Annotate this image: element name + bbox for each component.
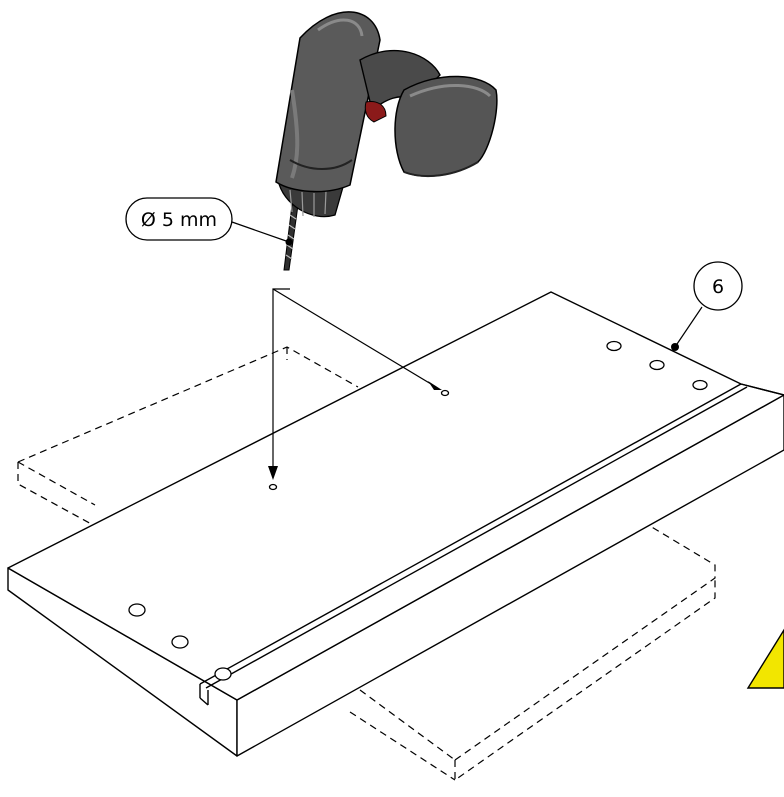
panel-holes: [128, 340, 708, 681]
part-number-balloon: 6: [671, 261, 743, 351]
hole: [171, 635, 189, 649]
hole: [649, 359, 665, 371]
support-board-top-hidden: [17, 346, 359, 527]
drill-target-hole: [440, 389, 450, 397]
drill-bit-callout: Ø 5 mm: [125, 197, 293, 246]
arrow-head: [268, 466, 278, 480]
hole: [214, 667, 232, 681]
hole: [128, 603, 146, 617]
panel-part-6: [7, 291, 784, 757]
support-board-bottom-hidden: [349, 519, 716, 782]
cordless-drill-icon: [275, 11, 498, 271]
hole: [606, 340, 622, 352]
drill-guide-arrowheads: [268, 381, 442, 480]
hole: [692, 379, 708, 391]
part-number-label: 6: [712, 276, 724, 298]
arrow-head: [428, 381, 442, 390]
drill-bit-size-label: Ø 5 mm: [141, 209, 217, 231]
warning-triangle-icon: [746, 628, 784, 689]
drill-target-hole: [268, 483, 278, 491]
drill-guide-lines: [272, 288, 437, 470]
